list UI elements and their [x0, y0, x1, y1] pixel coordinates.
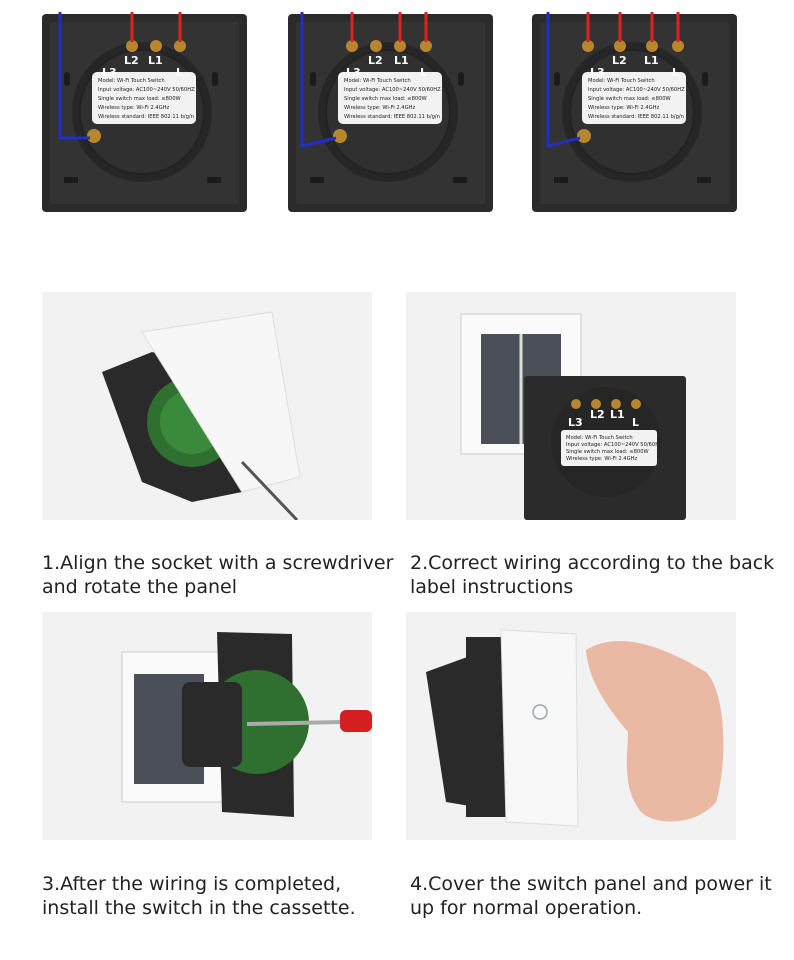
terminal-label: L	[632, 416, 639, 429]
label-line: Wireless standard: IEEE 802.11 b/g/n	[588, 114, 684, 120]
label-line: Wireless type: Wi-Fi 2.4GHz	[344, 105, 416, 111]
label-line: Model: Wi-Fi Touch Switch	[588, 78, 655, 84]
caption-line: 3.After the wiring is completed,	[42, 873, 342, 895]
label-line: Single switch max load: ≤800W	[566, 449, 649, 455]
step-4-photo	[406, 612, 736, 840]
label-line: Wireless type: Wi-Fi 2.4GHz	[588, 105, 660, 111]
wiring-diagram-2: Model: Wi-Fi Touch Switch Input voltage:…	[288, 12, 493, 212]
terminal-label: L3	[102, 66, 117, 79]
caption-line: 2.Correct wiring according to the back	[410, 552, 775, 574]
label-line: Single switch max load: ≤800W	[588, 96, 671, 102]
terminal-label: L1	[148, 54, 163, 67]
label-line: Model: Wi-Fi Touch Switch	[98, 78, 165, 84]
terminal-label: L	[176, 66, 183, 79]
label-line: Input voltage: AC100~240V 50/60HZ	[588, 87, 685, 93]
wiring-panel-2: Model: Wi-Fi Touch Switch Input voltage:…	[288, 12, 498, 212]
terminal-label: L1	[644, 54, 659, 67]
terminal-label: L2	[590, 408, 605, 421]
terminal-label: L3	[346, 66, 361, 79]
caption-line: up for normal operation.	[410, 897, 643, 919]
step-1-photo	[42, 292, 372, 520]
step-3-photo	[42, 612, 372, 840]
wiring-diagram-1: Model: Wi-Fi Touch Switch Input voltage:…	[42, 12, 247, 212]
label-line: Model: Wi-Fi Touch Switch	[344, 78, 411, 84]
label-line: Single switch max load: ≤800W	[98, 96, 181, 102]
label-line: Input voltage: AC100~240V 50/60HZ	[566, 442, 663, 448]
label-plate-3: Model: Wi-Fi Touch Switch Input voltage:…	[588, 78, 685, 120]
label-plate-1: Model: Wi-Fi Touch Switch Input voltage:…	[98, 78, 195, 120]
terminal-label: L	[420, 66, 427, 79]
terminal-label: L2	[612, 54, 627, 67]
caption-line: 1.Align the socket with a screwdriver	[42, 552, 394, 574]
label-line: Model: Wi-Fi Touch Switch	[566, 435, 633, 441]
terminal-label: L2	[124, 54, 139, 67]
label-line: Wireless type: Wi-Fi 2.4GHz	[566, 456, 638, 462]
label-line: Wireless standard: IEEE 802.11 b/g/n	[98, 114, 194, 120]
step-4-caption: 4.Cover the switch panel and power it up…	[410, 872, 780, 920]
terminal-label: L2	[368, 54, 383, 67]
step-2-caption: 2.Correct wiring according to the back l…	[410, 551, 780, 599]
terminal-label: L3	[568, 416, 583, 429]
step-2-photo: Model: Wi-Fi Touch Switch Input voltage:…	[406, 292, 736, 520]
caption-line: label instructions	[410, 576, 574, 598]
terminal-label: L1	[394, 54, 409, 67]
terminal-label: L3	[590, 66, 605, 79]
label-line: Input voltage: AC100~240V 50/60HZ	[98, 87, 195, 93]
wiring-diagram-3: Model: Wi-Fi Touch Switch Input voltage:…	[532, 12, 737, 212]
caption-line: 4.Cover the switch panel and power it	[410, 873, 772, 895]
label-line: Single switch max load: ≤800W	[344, 96, 427, 102]
caption-line: install the switch in the cassette.	[42, 897, 356, 919]
label-line: Wireless type: Wi-Fi 2.4GHz	[98, 105, 170, 111]
step-1-caption: 1.Align the socket with a screwdriver an…	[42, 551, 412, 599]
step-3-caption: 3.After the wiring is completed, install…	[42, 872, 412, 920]
terminal-label: L	[672, 66, 679, 79]
label-plate-2: Model: Wi-Fi Touch Switch Input voltage:…	[344, 78, 441, 120]
wiring-panel-3: Model: Wi-Fi Touch Switch Input voltage:…	[532, 12, 742, 212]
terminal-label: L1	[610, 408, 625, 421]
caption-line: and rotate the panel	[42, 576, 238, 598]
label-line: Input voltage: AC100~240V 50/60HZ	[344, 87, 441, 93]
wiring-panel-1: Model: Wi-Fi Touch Switch Input voltage:…	[42, 12, 252, 212]
label-line: Wireless standard: IEEE 802.11 b/g/n	[344, 114, 440, 120]
